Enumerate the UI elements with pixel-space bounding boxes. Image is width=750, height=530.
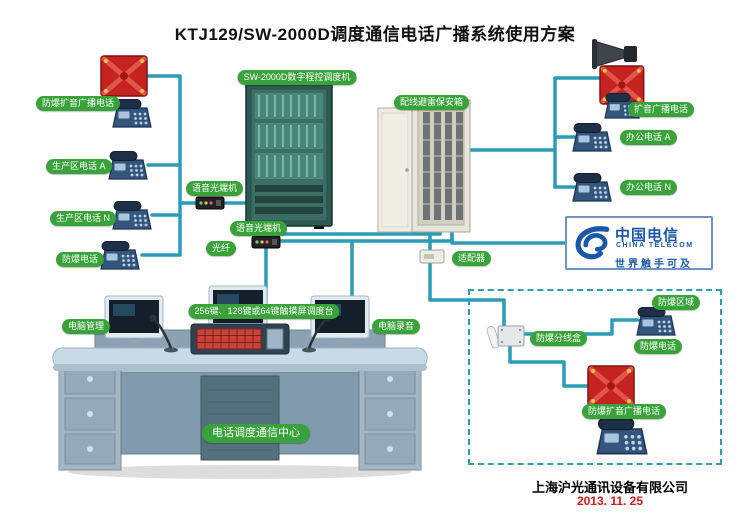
footer-company: 上海沪光通讯设备有限公司 bbox=[531, 480, 688, 495]
label-console-desk: 256键、128键或64键触摸屏调度台 bbox=[188, 304, 340, 319]
explosion-proof-zone-border bbox=[468, 289, 722, 465]
label-dispatch-center: 电话调度通信中心 bbox=[202, 424, 310, 443]
desk-left-pedestal bbox=[58, 357, 122, 471]
label-ex-phone-zone: 防爆电话 bbox=[634, 339, 683, 354]
label-ex-phone-left: 防爆电话 bbox=[56, 252, 105, 267]
voice-optical-terminal-icon bbox=[195, 196, 225, 210]
label-office-phone-a: 办公电话 A bbox=[620, 130, 677, 145]
label-adapter: 适配器 bbox=[452, 251, 492, 266]
phone-icon bbox=[572, 122, 612, 152]
label-voice-optical-2: 语音光端机 bbox=[230, 221, 288, 236]
label-dispatcher-cabinet: SW-2000D数字程控调度机 bbox=[237, 70, 357, 85]
china-telecom-badge: 中国电信 CHINA TELECOM 世界触手可及 bbox=[565, 216, 713, 270]
label-prod-phone-n: 生产区电话 N bbox=[50, 211, 117, 226]
telecom-slogan: 世界触手可及 bbox=[615, 259, 693, 270]
phone-icon bbox=[112, 200, 152, 230]
label-voice-optical-1: 语音光端机 bbox=[186, 181, 244, 196]
label-pc-manage: 电脑管理 bbox=[62, 319, 111, 334]
desk-center-tower bbox=[200, 375, 280, 461]
label-amp-broadcast-phone: 扩音广播电话 bbox=[628, 102, 695, 117]
desk-right-pedestal bbox=[358, 357, 422, 471]
connection-line bbox=[428, 230, 506, 334]
desktop-surface bbox=[52, 347, 428, 371]
adapter-icon bbox=[419, 249, 445, 264]
distribution-cabinet-icon bbox=[377, 99, 471, 233]
desk-shadow bbox=[68, 465, 412, 479]
telecom-name-en: CHINA TELECOM bbox=[616, 242, 694, 249]
dispatch-console-desk bbox=[52, 285, 428, 479]
china-telecom-logo-icon bbox=[575, 226, 610, 260]
explosion-proof-box-icon bbox=[588, 366, 634, 406]
label-prod-phone-a: 生产区电话 A bbox=[46, 159, 112, 174]
phone-icon bbox=[108, 150, 148, 180]
connection-line bbox=[450, 230, 567, 245]
label-fiber: 光纤 bbox=[206, 241, 237, 256]
label-ex-junction-box: 防爆分线盒 bbox=[530, 331, 588, 346]
diagram-title: KTJ129/SW-2000D调度通信电话广播系统使用方案 bbox=[174, 25, 576, 44]
connection-line bbox=[508, 344, 592, 388]
phone-icon bbox=[636, 306, 676, 336]
touchscreen-console-icon bbox=[190, 323, 290, 355]
phone-icon bbox=[572, 172, 612, 202]
voice-optical-terminal-icon bbox=[251, 235, 281, 249]
label-distribution-box: 配线避雷保安箱 bbox=[394, 95, 470, 110]
explosion-proof-box-icon bbox=[101, 56, 147, 96]
label-ex-zone: 防爆区域 bbox=[652, 295, 701, 310]
label-ex-amp-broadcast-phone-zone: 防爆扩音广播电话 bbox=[582, 404, 667, 419]
phone-icon bbox=[596, 417, 648, 455]
phone-icon bbox=[100, 240, 140, 270]
junction-box-icon bbox=[497, 325, 525, 347]
microphone-left bbox=[149, 314, 178, 353]
label-office-phone-n: 办公电话 N bbox=[620, 180, 678, 195]
label-pc-record: 电脑录音 bbox=[372, 319, 421, 334]
label-ex-amp-broadcast-phone-left: 防爆扩音广播电话 bbox=[36, 96, 121, 111]
footer-date: 2013. 11. 25 bbox=[576, 494, 644, 508]
dispatcher-cabinet-icon bbox=[245, 83, 333, 229]
devices bbox=[100, 38, 676, 455]
telecom-name-cn: 中国电信 bbox=[615, 227, 680, 244]
